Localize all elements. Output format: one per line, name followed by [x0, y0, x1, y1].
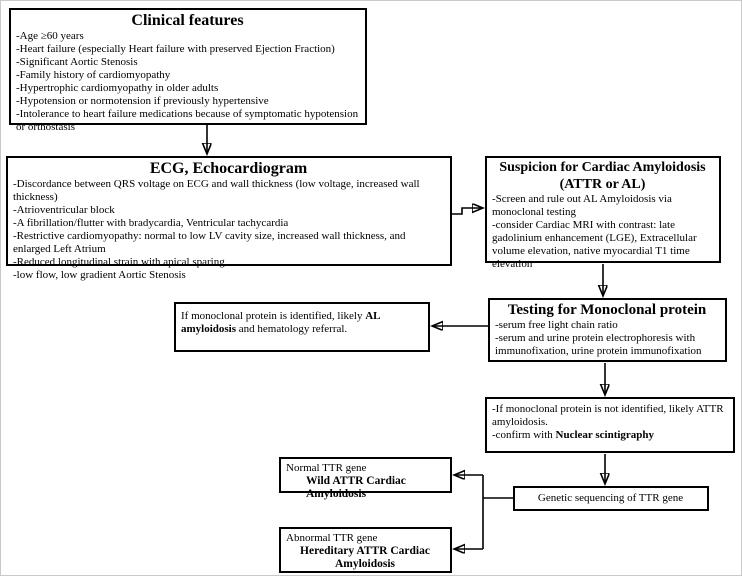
text-line: -Restrictive cardiomyopathy: normal to l… — [13, 230, 406, 255]
clinical-features-box: Clinical features -Age ≥60 years-Heart f… — [9, 8, 367, 133]
attr-result-line2: -confirm with Nuclear scintigraphy — [492, 429, 727, 442]
hereditary-attr-line1: Abnormal TTR gene — [286, 532, 378, 544]
monoclonal-testing-list: -serum free light chain ratio-serum and … — [495, 319, 719, 358]
hereditary-attr-line2: Hereditary ATTR Cardiac Amyloidosis — [300, 545, 430, 570]
al-result-bold: AL amyloidosis — [181, 310, 380, 335]
genetic-sequencing-label: Genetic sequencing of TTR gene — [537, 491, 684, 504]
suspicion-title-line2: (ATTR or AL) — [559, 177, 646, 192]
suspicion-list: -Screen and rule out AL Amyloidosis via … — [492, 193, 713, 271]
suspicion-title-line1: Suspicion for Cardiac Amyloidosis — [499, 160, 706, 175]
monoclonal-testing-box: Testing for Monoclonal protein -serum fr… — [488, 298, 727, 362]
suspicion-box: Suspicion for Cardiac Amyloidosis (ATTR … — [485, 156, 721, 270]
clinical-features-title: Clinical features — [131, 12, 244, 29]
text-line: -Discordance between QRS voltage on ECG … — [13, 178, 420, 203]
al-amyloidosis-result-box: If monoclonal protein is identified, lik… — [174, 302, 430, 352]
text-line: -Atrioventricular block — [13, 204, 115, 216]
attr-result-line2-pre: -confirm with — [492, 429, 556, 441]
al-result-text: If monoclonal protein is identified, lik… — [181, 310, 422, 336]
genetic-branch-trunk — [482, 475, 513, 549]
clinical-features-list: -Age ≥60 years-Heart failure (especially… — [16, 30, 359, 134]
attr-amyloidosis-result-box: -If monoclonal protein is not identified… — [485, 397, 735, 453]
text-line: -Hypotension or normotension if previous… — [16, 95, 269, 107]
text-line: -Intolerance to heart failure medication… — [16, 108, 359, 133]
text-line: -Reduced longitudinal strain with apical… — [13, 256, 225, 268]
text-line: -Heart failure (especially Heart failure… — [16, 43, 335, 55]
al-result-pre: If monoclonal protein is identified, lik… — [181, 310, 366, 322]
text-line: -consider Cardiac MRI with contrast: lat… — [492, 219, 697, 270]
ecg-echocardiogram-title: ECG, Echocardiogram — [149, 160, 308, 177]
text-line: -Hypertrophic cardiomyopathy in older ad… — [16, 82, 219, 94]
wild-attr-box: Normal TTR gene Wild ATTR Cardiac Amyloi… — [279, 457, 452, 500]
text-line: -low flow, low gradient Aortic Stenosis — [13, 269, 186, 281]
text-line: -Age ≥60 years — [16, 30, 84, 42]
wild-attr-line1: Normal TTR gene — [286, 462, 367, 474]
text-line: -Family history of cardiomyopathy — [16, 69, 171, 81]
monoclonal-testing-title: Testing for Monoclonal protein — [507, 302, 707, 318]
ecg-echocardiogram-box: ECG, Echocardiogram -Discordance between… — [6, 156, 452, 281]
wild-attr-line2: Wild ATTR Cardiac Amyloidosis — [306, 475, 406, 500]
text-line: -Screen and rule out AL Amyloidosis via … — [492, 193, 672, 218]
hereditary-attr-box: Abnormal TTR gene Hereditary ATTR Cardia… — [279, 527, 452, 573]
attr-result-line2-bold: Nuclear scintigraphy — [555, 429, 655, 441]
arrow-ecg-to-suspicion — [452, 208, 482, 215]
text-line: -Significant Aortic Stenosis — [16, 56, 138, 68]
text-line: -serum free light chain ratio — [495, 319, 618, 331]
text-line: -A fibrillation/flutter with bradycardia… — [13, 217, 289, 229]
al-result-post: and hematology referral. — [236, 323, 348, 335]
text-line: -serum and urine protein electrophoresis… — [495, 332, 702, 357]
attr-result-line1: -If monoclonal protein is not identified… — [492, 403, 724, 428]
genetic-sequencing-box: Genetic sequencing of TTR gene — [513, 486, 709, 511]
ecg-echocardiogram-list: -Discordance between QRS voltage on ECG … — [13, 178, 444, 282]
